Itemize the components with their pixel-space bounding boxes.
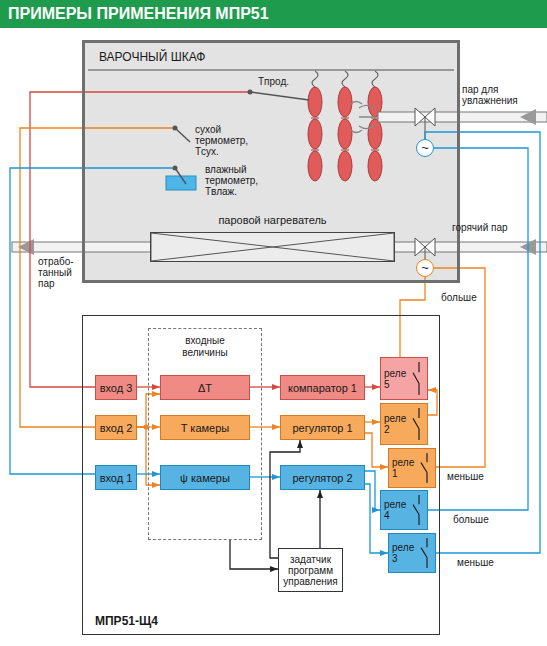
sausage (338, 71, 352, 181)
node-text: реле 1 (392, 457, 416, 479)
sausage (308, 71, 322, 181)
connector (250, 476, 280, 477)
probe (250, 92, 309, 100)
probe (175, 128, 190, 142)
relay-box: реле 2 (380, 403, 428, 445)
connector (428, 390, 437, 415)
steam-heater: паровой нагреватель (150, 214, 395, 262)
probe-head (248, 90, 253, 95)
node-text: вход 3 (100, 382, 133, 394)
node-text: реле 4 (384, 499, 408, 521)
program-setter: задатчик программ управления (278, 548, 343, 592)
controller-box: МПР51-Щ4 входные величиныΔT T камеры ψ каме… (82, 315, 440, 635)
label: сухой термометр, Tсух. (195, 124, 257, 157)
relay-box: реле 4 (380, 490, 428, 530)
label: пар для увлажнения (462, 84, 528, 106)
connector (434, 268, 485, 467)
sensor-wire (10, 168, 175, 474)
steam-spray (351, 102, 376, 133)
flow-arrow (520, 109, 536, 125)
input-box: вход 1 (95, 465, 137, 490)
probe (175, 168, 186, 184)
connector (250, 426, 280, 427)
input-box: вход 3 (95, 375, 137, 400)
connector (250, 386, 280, 387)
switch-symbol (411, 358, 425, 399)
connector (365, 421, 380, 422)
node-text: МПР51-Щ4 (95, 614, 158, 628)
edge-label: меньше (456, 557, 495, 568)
connector (270, 440, 300, 558)
input-box: вход 2 (95, 415, 137, 440)
node-text: паровой нагреватель (150, 214, 395, 227)
node-text: реле 3 (392, 542, 416, 564)
value-box: ΔT (160, 375, 250, 400)
input-group: входные величиныΔT T камеры ψ камеры (148, 328, 262, 540)
node-text: ~ (421, 261, 429, 275)
node-text: задатчик программ управления (280, 554, 341, 587)
value-box: ψ камеры (160, 465, 250, 490)
label: влажный термометр, Tвлаж. (205, 164, 269, 197)
connector (319, 490, 320, 548)
edge-label: больше (440, 292, 478, 303)
connector (230, 540, 278, 569)
node-text: T камеры (181, 422, 229, 434)
probe-head (173, 166, 178, 171)
edge-label: меньше (446, 471, 485, 482)
connector (365, 386, 380, 387)
switch-symbol (419, 534, 433, 572)
node-text: ВАРОЧНЫЙ ШКАФ (99, 50, 205, 64)
connector (425, 132, 540, 553)
node-text: реле 5 (384, 368, 408, 390)
relay-box: реле 5 (380, 357, 428, 400)
node-text: регулятор 1 (292, 422, 352, 434)
water-cup (166, 176, 196, 190)
valve-stem (425, 247, 426, 259)
regulator-box: регулятор 1 (280, 415, 365, 440)
comparator-box: компаратор 1 (280, 375, 365, 400)
connector (365, 471, 380, 510)
switch-symbol (419, 449, 433, 487)
actuator-circle: ~ (416, 259, 434, 277)
edge-label: больше (452, 514, 490, 525)
switch-symbol (411, 404, 425, 444)
label: отрабо- танный пар (38, 256, 80, 289)
connector (428, 148, 528, 510)
regulator-box: регулятор 2 (280, 465, 365, 490)
header-band: ПРИМЕРЫ ПРИМЕНЕНИЯ МПР51 (0, 0, 547, 28)
sensor-wire (20, 128, 175, 427)
value-box: T камеры (160, 415, 250, 440)
title: ПРИМЕРЫ ПРИМЕНЕНИЯ МПР51 (8, 5, 269, 23)
connector (400, 277, 425, 357)
label: Tпрод. (258, 76, 302, 87)
node-text: вход 1 (100, 472, 133, 484)
node-text: компаратор 1 (288, 382, 357, 394)
node-text: регулятор 2 (292, 472, 352, 484)
actuator-circle: ~ (416, 139, 434, 157)
probe-head (173, 126, 178, 131)
rail (88, 69, 454, 71)
relay-box: реле 3 (388, 533, 436, 573)
node-text: вход 2 (100, 422, 133, 434)
label: горячий пар (452, 222, 526, 233)
node-text: ~ (421, 141, 429, 155)
heater-body (150, 232, 395, 262)
node-text: ψ камеры (180, 472, 230, 484)
node-text: реле 2 (384, 413, 408, 435)
switch-symbol (411, 491, 425, 529)
node-text: входные величины (172, 335, 238, 359)
sausage (368, 71, 382, 181)
relay-box: реле 1 (388, 448, 436, 488)
node-text: ΔT (198, 382, 212, 394)
heater-cross (151, 233, 394, 261)
